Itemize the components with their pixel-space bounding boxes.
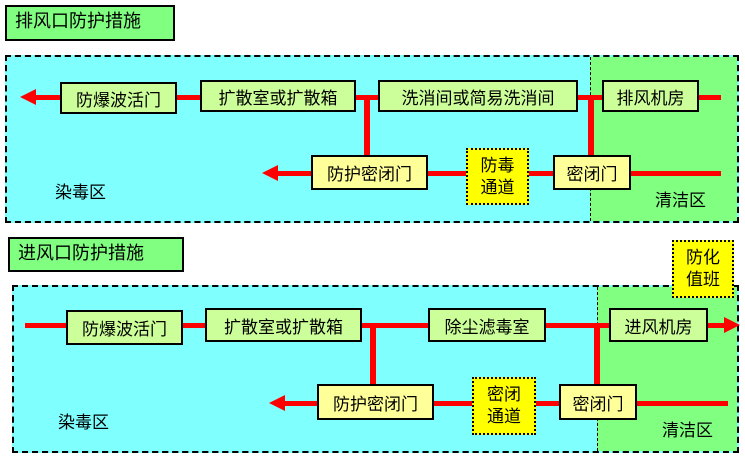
intake-flow-connector bbox=[594, 323, 600, 387]
exhaust-expansion-chamber: 扩散室或扩散箱 bbox=[200, 80, 356, 112]
intake-flow-connector bbox=[370, 323, 376, 387]
exhaust-flow-connector bbox=[588, 95, 594, 157]
exhaust-zone-border bbox=[5, 55, 739, 223]
exhaust-fan-room: 排风机房 bbox=[602, 80, 699, 112]
intake-airtight-passage: 密闭通道 bbox=[472, 377, 536, 435]
intake-blast-valve: 防爆波活门 bbox=[66, 310, 183, 345]
exhaust-flow-line bbox=[426, 171, 468, 176]
intake-flow-line bbox=[182, 323, 207, 328]
exhaust-out-arrow-icon bbox=[20, 89, 36, 105]
exhaust-airtight-door: 密闭门 bbox=[553, 155, 631, 190]
intake-in-arrow-icon bbox=[724, 317, 740, 333]
intake-clean-zone-label: 清洁区 bbox=[662, 421, 713, 441]
exhaust-blast-valve: 防爆波活门 bbox=[60, 82, 177, 114]
exhaust-clean-zone-label: 清洁区 bbox=[655, 191, 706, 211]
exhaust-contaminated-zone-label: 染毒区 bbox=[55, 183, 106, 203]
exhaust-flow-line bbox=[527, 171, 555, 176]
intake-flow-line bbox=[432, 401, 474, 406]
exhaust-section-title: 排风口防护措施 bbox=[5, 5, 175, 41]
intake-flow-line bbox=[635, 401, 728, 406]
exhaust-protective-airtight-door: 防护密闭门 bbox=[311, 155, 428, 190]
exhaust-anti-toxin-passage: 防毒通道 bbox=[466, 148, 529, 205]
intake-branch-arrow-icon bbox=[269, 395, 285, 411]
intake-flow-line bbox=[360, 323, 430, 328]
exhaust-flow-line bbox=[176, 95, 202, 100]
intake-flow-line bbox=[283, 401, 319, 406]
exhaust-flow-connector bbox=[364, 95, 370, 157]
intake-chemical-duty-room: 防化值班 bbox=[672, 240, 734, 298]
intake-expansion-chamber: 扩散室或扩散箱 bbox=[205, 308, 362, 342]
exhaust-flow-line bbox=[34, 95, 62, 100]
exhaust-decontamination-room: 洗消间或简易洗消间 bbox=[378, 80, 578, 112]
intake-filter-room: 除尘滤毒室 bbox=[428, 308, 546, 342]
intake-passage-line2: 通道 bbox=[487, 407, 521, 427]
intake-flow-line bbox=[706, 323, 726, 328]
exhaust-flow-line bbox=[697, 95, 721, 100]
intake-flow-line bbox=[534, 401, 561, 406]
intake-passage-line1: 密闭 bbox=[487, 385, 521, 405]
exhaust-flow-line bbox=[276, 171, 313, 176]
intake-section-title: 进风口防护措施 bbox=[8, 237, 184, 272]
exhaust-passage-line2: 通道 bbox=[480, 177, 515, 198]
intake-fan-room: 进风机房 bbox=[609, 308, 708, 342]
duty-line2: 值班 bbox=[686, 270, 720, 290]
intake-flow-line bbox=[544, 323, 611, 328]
duty-line1: 防化 bbox=[686, 248, 720, 268]
intake-zone-border bbox=[12, 285, 739, 453]
intake-airtight-door: 密闭门 bbox=[559, 384, 637, 420]
intake-protective-airtight-door: 防护密闭门 bbox=[317, 384, 434, 420]
intake-contaminated-zone-label: 染毒区 bbox=[58, 413, 109, 433]
intake-flow-line bbox=[25, 323, 68, 328]
exhaust-passage-line1: 防毒 bbox=[480, 155, 515, 176]
exhaust-flow-line bbox=[629, 171, 721, 176]
exhaust-branch-arrow-icon bbox=[262, 165, 278, 181]
